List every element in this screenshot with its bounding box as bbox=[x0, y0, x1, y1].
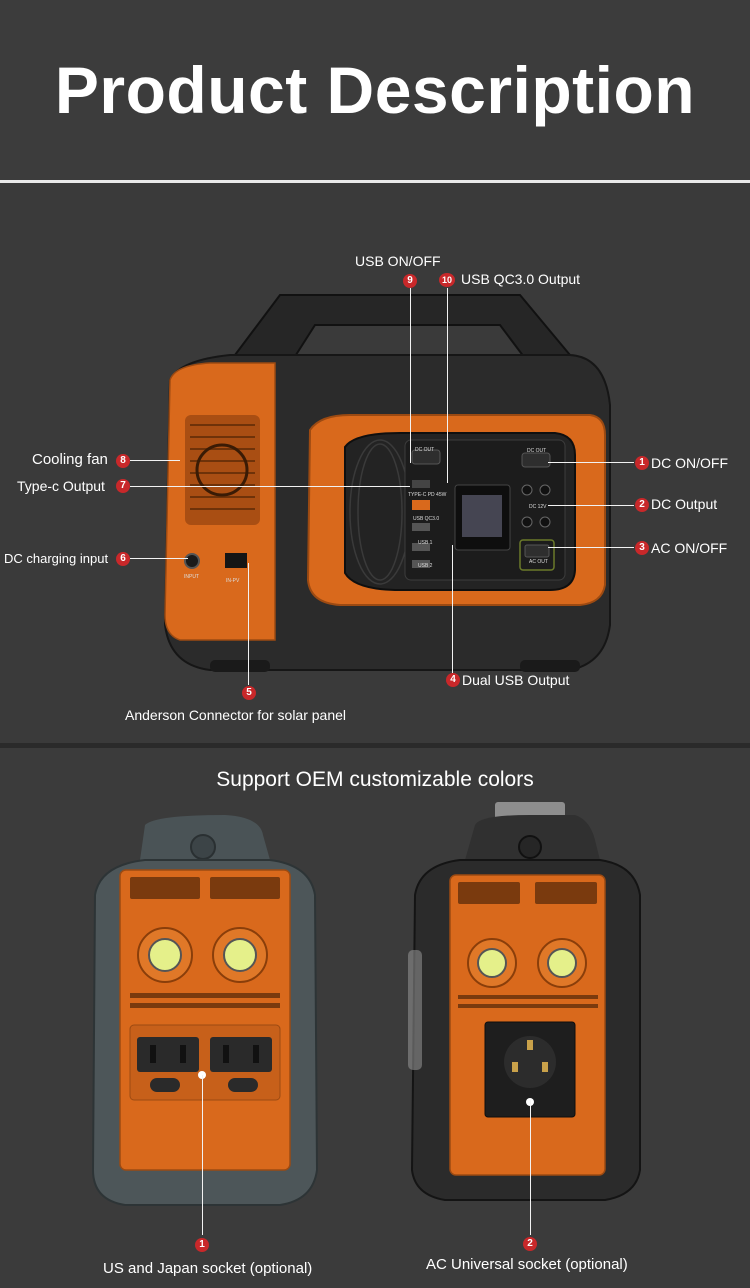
callout-8-badge: 8 bbox=[116, 454, 130, 468]
header-banner bbox=[0, 0, 750, 180]
panel-label-input: INPUT bbox=[184, 574, 199, 580]
callout-3-label: AC ON/OFF bbox=[651, 540, 728, 556]
leader-line-2 bbox=[548, 505, 634, 506]
callout-5-badge: 5 bbox=[242, 686, 256, 700]
leader-line-8 bbox=[130, 460, 180, 461]
variant-2-badge: 2 bbox=[523, 1237, 537, 1251]
callout-9-badge: 9 bbox=[403, 274, 417, 288]
callout-1-badge: 1 bbox=[635, 456, 649, 470]
callout-1-label: DC ON/OFF bbox=[651, 455, 728, 471]
leader-line-5 bbox=[248, 563, 249, 685]
variant-2-label: AC Universal socket (optional) bbox=[426, 1256, 628, 1273]
panel-label-ac-out: AC OUT bbox=[529, 559, 548, 565]
variant-universal-image bbox=[408, 802, 641, 1201]
panel-label-type-c: TYPE-C PD 45W bbox=[408, 492, 447, 498]
callout-2-label: DC Output bbox=[651, 496, 718, 512]
leader-line-4 bbox=[452, 545, 453, 673]
variant-1-leader bbox=[202, 1075, 203, 1235]
callout-10-label: USB QC3.0 Output bbox=[461, 271, 581, 287]
callout-8-label: Cooling fan bbox=[32, 451, 108, 468]
leader-line-7 bbox=[130, 486, 410, 487]
panel-label-dc-12v: DC 12V bbox=[529, 504, 547, 510]
panel-label-usb2: USB 2 bbox=[418, 563, 433, 569]
variant-us-japan-image bbox=[91, 815, 319, 1206]
callout-4-label: Dual USB Output bbox=[462, 672, 570, 688]
panel-label-dc-out-left: DC OUT bbox=[415, 447, 435, 453]
page-title: Product Description bbox=[54, 53, 696, 127]
leader-line-9 bbox=[410, 288, 411, 463]
variant-1-badge: 1 bbox=[195, 1238, 209, 1252]
power-station-front-image bbox=[163, 294, 611, 672]
panel-label-in-pv: IN-PV bbox=[226, 578, 240, 584]
variant-1-label: US and Japan socket (optional) bbox=[103, 1260, 313, 1277]
leader-line-6 bbox=[130, 558, 188, 559]
callout-6-badge: 6 bbox=[116, 552, 130, 566]
colors-section-title: Support OEM customizable colors bbox=[216, 768, 534, 791]
leader-line-10 bbox=[447, 288, 448, 483]
callout-7-badge: 7 bbox=[116, 479, 130, 493]
panel-label-usb-qc: USB QC3.0 bbox=[413, 516, 440, 522]
callout-6-label: DC charging input bbox=[4, 551, 109, 566]
callout-2-badge: 2 bbox=[635, 498, 649, 512]
variant-2-leader bbox=[530, 1100, 531, 1235]
callout-5-label: Anderson Connector for solar panel bbox=[125, 707, 347, 723]
leader-line-3 bbox=[548, 547, 634, 548]
callout-9-label: USB ON/OFF bbox=[355, 253, 441, 269]
callout-3-badge: 3 bbox=[635, 541, 649, 555]
panel-label-usb1: USB 1 bbox=[418, 540, 433, 546]
panel-label-dc-out-right: DC OUT bbox=[527, 448, 547, 454]
header-divider bbox=[0, 180, 750, 183]
callout-7-label: Type-c Output bbox=[17, 478, 105, 494]
callout-4-badge: 4 bbox=[446, 673, 460, 687]
callout-10-badge: 10 bbox=[439, 273, 455, 287]
section-divider bbox=[0, 743, 750, 748]
leader-line-1 bbox=[548, 462, 634, 463]
